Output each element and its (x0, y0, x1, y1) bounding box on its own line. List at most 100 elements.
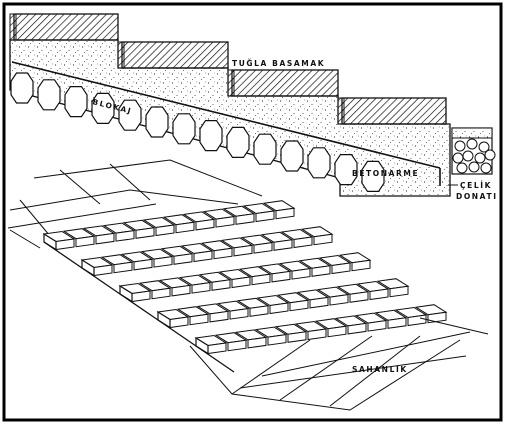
stair-brick-front (171, 284, 191, 297)
label-tugla-basamak: TUĞLA BASAMAK (232, 59, 325, 68)
stair-brick-front (215, 216, 235, 228)
stair-brick-front (211, 279, 231, 291)
stair-brick-front (311, 265, 331, 277)
blokaj-stone (361, 160, 385, 192)
gravel-stone (478, 141, 490, 153)
gravel-stone (454, 140, 466, 152)
stair-wall-line (43, 241, 83, 269)
reinforcement-line (11, 61, 441, 169)
stair-brick-front (309, 296, 329, 309)
brick-tread-4 (341, 97, 447, 125)
gravel-stone (452, 152, 464, 164)
stair-brick-front (255, 210, 275, 223)
stair-brick-front (387, 317, 407, 329)
blokaj-stone (91, 92, 115, 125)
stair-brick-front (389, 285, 409, 298)
stair-brick-front (191, 282, 211, 294)
stair-brick-front (275, 207, 295, 220)
label-celik: ÇELİK (460, 181, 492, 190)
upper-landing (7, 159, 263, 249)
sahanlik-landing (189, 317, 489, 411)
stair-brick-front (213, 247, 233, 260)
stair-blocks (42, 200, 448, 373)
blokaj-stone (280, 140, 304, 172)
stair-brick-front (349, 291, 369, 303)
blokaj-stone (334, 154, 358, 186)
stair-brick-front (231, 276, 251, 289)
stair-wall-line (81, 267, 121, 295)
stair-brick-front (267, 334, 287, 346)
stair-brick-front (155, 224, 175, 237)
stair-brick-front (227, 339, 247, 352)
stair-brick-front (367, 320, 387, 332)
brick-tread-2 (121, 41, 229, 69)
blokaj-stone (37, 79, 61, 111)
stair-brick-front (235, 213, 255, 225)
stair-brick-front (153, 256, 173, 268)
stair-brick-front (271, 270, 291, 283)
stair-brick-front (135, 227, 155, 239)
stair-brick-front (151, 287, 171, 300)
blokaj-stone (145, 106, 169, 138)
stair-brick-front (331, 262, 351, 275)
blokaj-stone (253, 133, 277, 165)
stair-brick-front (269, 302, 289, 315)
gravel-stone (456, 162, 468, 174)
stair-brick-front (95, 232, 115, 245)
stair-brick-front (407, 314, 427, 327)
blokaj-stone (226, 126, 250, 158)
gravel-stone (466, 138, 478, 150)
gravel-stone (468, 161, 480, 173)
gravel-box-top (451, 127, 493, 139)
stair-brick-front (189, 313, 209, 326)
stair-wall-line (195, 345, 235, 373)
stair-brick-front (313, 233, 333, 246)
section-view: TUĞLA BASAMAK BLOKAJ BETONARME ÇELİK DON… (9, 13, 496, 201)
stair-brick-front (329, 294, 349, 306)
stair-brick-front (115, 230, 135, 242)
label-sahanlik: SAHANLIK (352, 365, 408, 374)
stair-wall-line (157, 319, 197, 347)
stair-brick-front (251, 273, 271, 286)
stair-brick-front (247, 336, 267, 349)
blokaj-stones (10, 72, 385, 192)
stair-brick-front (347, 322, 367, 335)
stair-brick-front (351, 259, 371, 272)
stair-brick-front (175, 221, 195, 234)
riser-block-2 (117, 41, 125, 69)
gravel-stone (480, 162, 492, 174)
perspective-view: SAHANLIK (7, 159, 489, 411)
stair-brick-front (229, 308, 249, 320)
stair-brick-front (113, 261, 133, 274)
label-betonarme: BETONARME (352, 169, 419, 178)
stair-brick-front (307, 328, 327, 341)
stair-brick-front (193, 250, 213, 263)
blokaj-stone (10, 72, 34, 104)
stair-brick-front (273, 239, 293, 251)
riser-block-1 (9, 13, 17, 41)
stair-brick-front (369, 288, 389, 301)
blokaj-stone (172, 113, 196, 145)
stair-brick-front (249, 305, 269, 317)
gravel-stone (462, 150, 474, 162)
stair-brick-front (133, 258, 153, 271)
gravel-stones (452, 138, 496, 174)
brick-tread-1 (13, 13, 119, 41)
gravel-stone (474, 152, 486, 164)
riser-block-4 (337, 97, 345, 125)
stair-brick-front (173, 253, 193, 265)
stair-brick-front (289, 299, 309, 312)
blokaj-stone (118, 99, 142, 131)
stair-brick-front (327, 325, 347, 338)
stair-brick-front (233, 244, 253, 257)
stair-brick-front (253, 242, 273, 254)
stair-brick-front (293, 236, 313, 249)
stair-brick-front (291, 268, 311, 280)
brick-tread-3 (231, 69, 339, 97)
stair-brick-front (75, 235, 95, 248)
blokaj-stone (64, 85, 88, 118)
gravel-stone (484, 149, 496, 161)
